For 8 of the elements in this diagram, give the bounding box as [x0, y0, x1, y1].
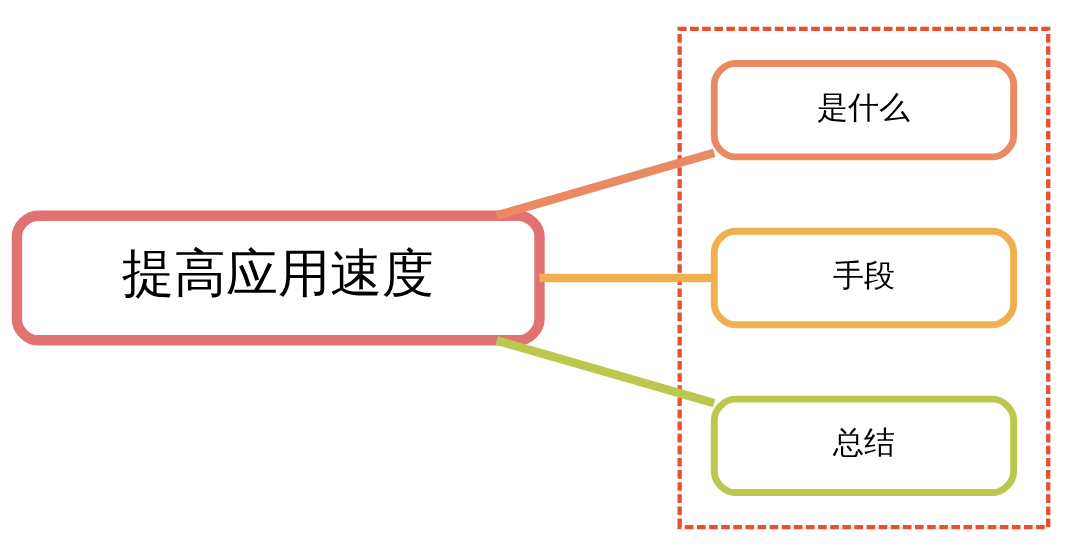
connector	[495, 148, 715, 220]
cluster	[677, 26, 1050, 530]
connector	[539, 273, 714, 283]
connector	[495, 336, 715, 408]
node-box: 手段	[710, 227, 1017, 329]
node-box: 提高应用速度	[11, 210, 545, 346]
node-box: 总结	[710, 395, 1017, 497]
node-box: 是什么	[710, 59, 1017, 161]
